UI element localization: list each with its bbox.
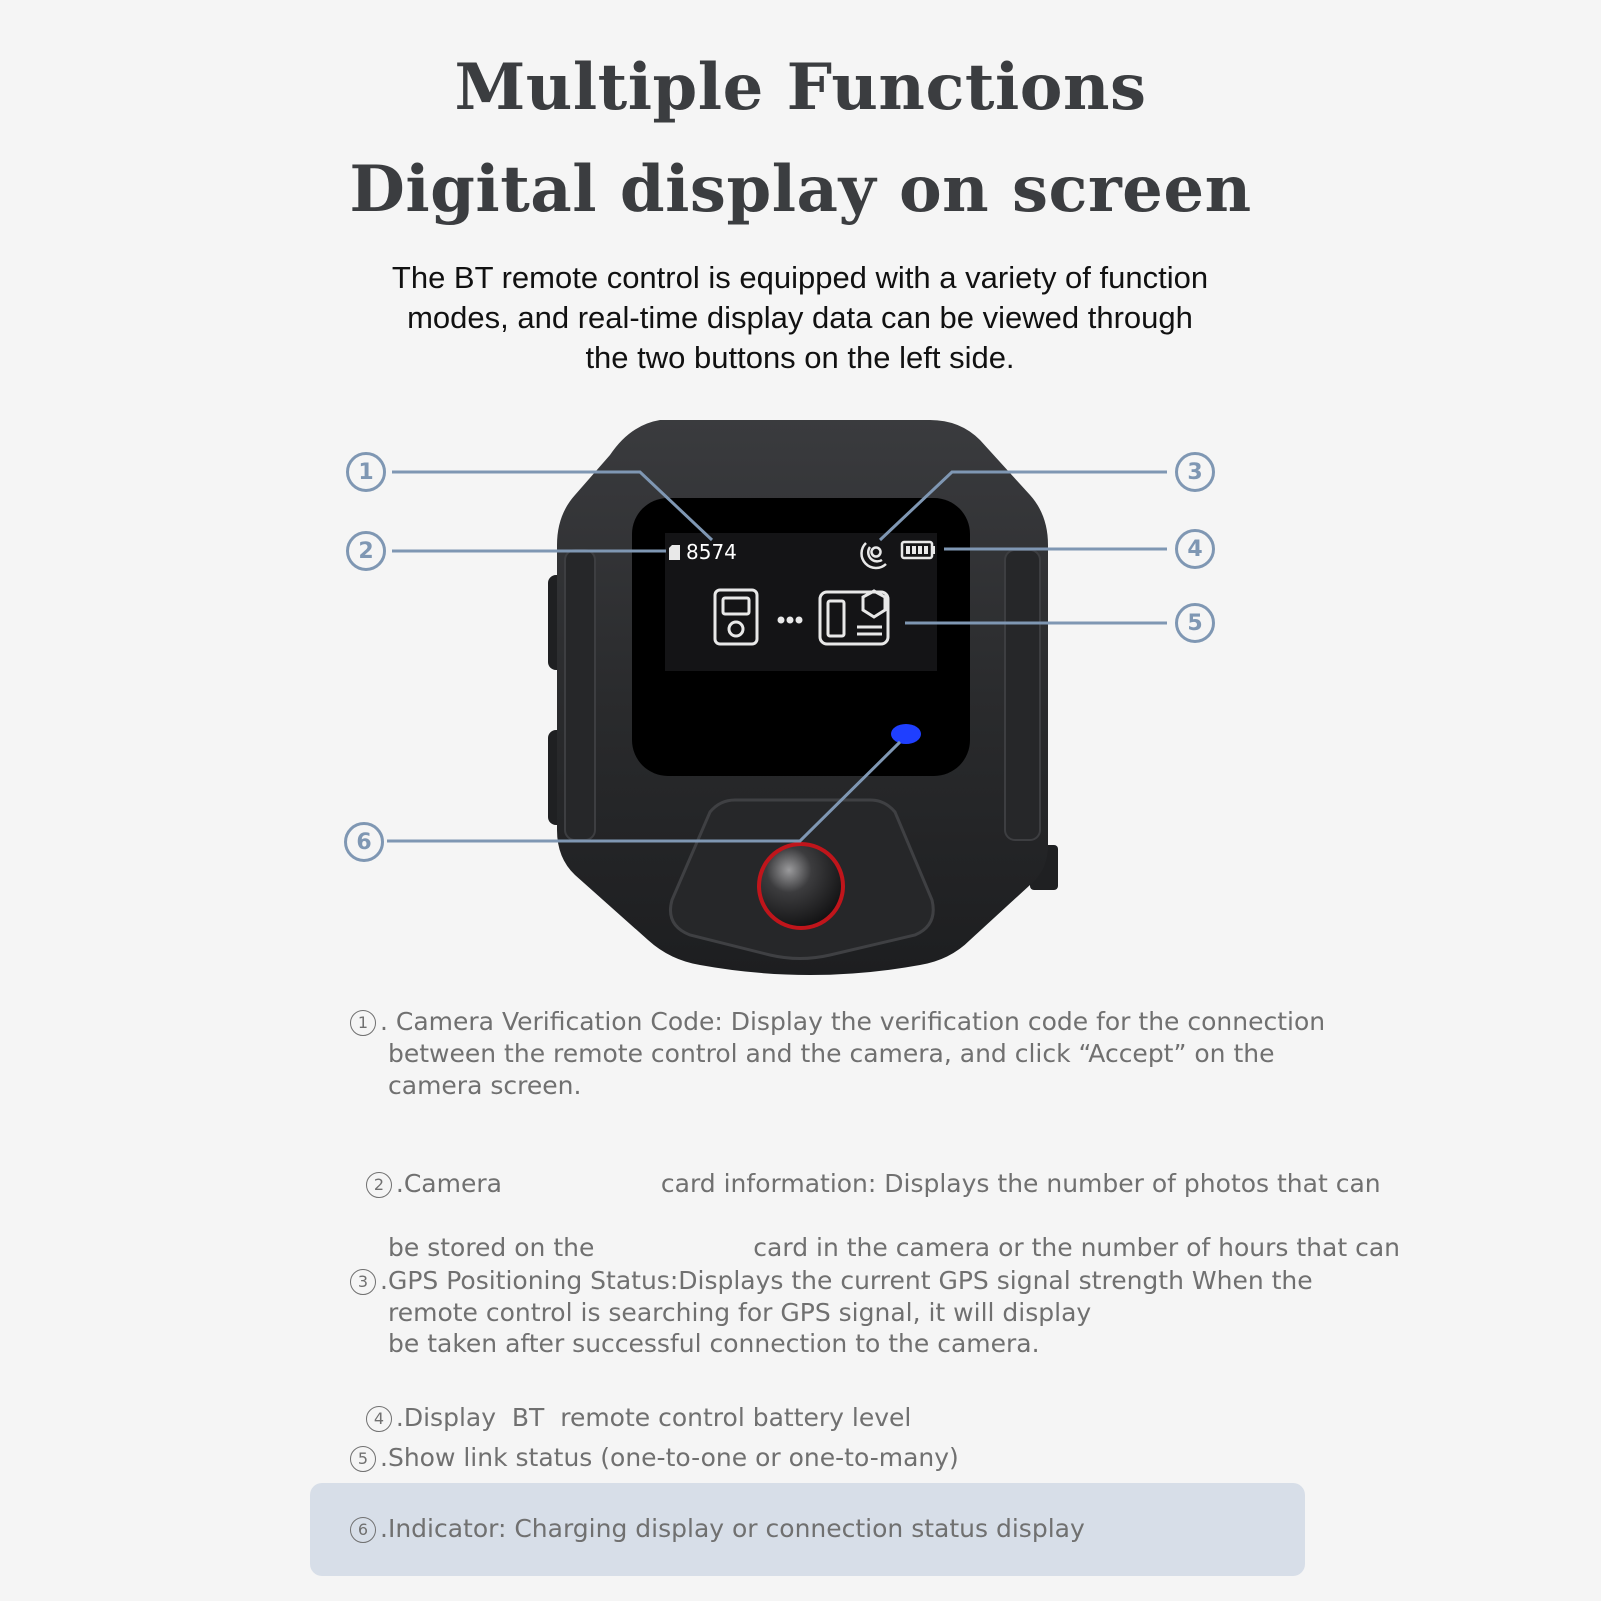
description-2-number: 2	[365, 1172, 392, 1198]
description-6-line-1: .Indicator: Charging display or connecti…	[380, 1514, 1085, 1543]
sd-card-icon	[669, 545, 680, 560]
callout-4: 4	[1175, 529, 1215, 569]
callout-6: 6	[344, 822, 384, 862]
callout-line-6	[387, 740, 902, 843]
callout-line-1	[392, 470, 714, 542]
description-5-number: 5	[350, 1446, 376, 1472]
gps-icon	[860, 542, 887, 570]
description-4-line-1: .Display BT remote control battery level	[395, 1403, 912, 1432]
camera-link-icon	[818, 589, 890, 646]
intro-line-3: the two buttons on the left side.	[585, 340, 1015, 375]
intro-text: The BT remote control is equipped with a…	[300, 258, 1300, 378]
callout-lines	[387, 470, 1167, 843]
description-1: 1. Camera Verification Code: Display the…	[350, 1006, 1350, 1102]
description-2: 2.Camera card information: Displays the …	[350, 1136, 1400, 1392]
battery-icon	[900, 540, 935, 560]
intro-line-2: modes, and real-time display data can be…	[407, 300, 1193, 335]
description-1-number: 1	[350, 1010, 376, 1036]
link-dots-icon	[777, 616, 803, 624]
description-2-line-1: .Camera card information: Displays the n…	[395, 1169, 1381, 1198]
callout-5: 5	[1175, 603, 1215, 643]
description-5: 5.Show link status (one-to-one or one-to…	[350, 1442, 1350, 1474]
description-2-line-3: be taken after successful connection to …	[388, 1329, 1040, 1358]
description-4: 4.Display BT remote control battery leve…	[350, 1370, 1350, 1434]
description-3-line-2: remote control is searching for GPS sign…	[388, 1298, 1092, 1327]
description-1-line-3: camera screen.	[388, 1071, 582, 1100]
intro-line-1: The BT remote control is equipped with a…	[391, 260, 1209, 295]
screen-display	[665, 533, 937, 671]
description-6-number: 6	[350, 1517, 376, 1543]
title-line-2: Digital display on screen	[349, 152, 1252, 227]
callout-3: 3	[1175, 452, 1215, 492]
description-1-line-1: . Camera Verification Code: Display the …	[380, 1007, 1326, 1036]
verification-code: 8574	[686, 540, 737, 564]
description-6: 6.Indicator: Charging display or connect…	[350, 1513, 1350, 1545]
remote-link-icon	[713, 588, 759, 646]
left-panel	[564, 549, 596, 841]
callout-1: 1	[346, 452, 386, 492]
description-1-line-2: between the remote control and the camer…	[388, 1039, 1275, 1068]
description-3-line-1: .GPS Positioning Status:Displays the cur…	[380, 1266, 1313, 1295]
description-5-line-1: .Show link status (one-to-one or one-to-…	[380, 1443, 959, 1472]
description-3-number: 3	[350, 1269, 376, 1295]
callout-line-3	[878, 470, 1167, 542]
description-6-highlight	[310, 1483, 1305, 1576]
description-2-line-2: be stored on the card in the camera or t…	[388, 1233, 1400, 1262]
title-line-1: Multiple Functions	[454, 50, 1147, 125]
indicator-led	[891, 724, 921, 744]
description-3: 3.GPS Positioning Status:Displays the cu…	[350, 1265, 1350, 1329]
description-4-number: 4	[365, 1406, 392, 1432]
shutter-button[interactable]	[761, 846, 841, 926]
right-panel	[1004, 549, 1041, 841]
callout-2: 2	[346, 531, 386, 571]
